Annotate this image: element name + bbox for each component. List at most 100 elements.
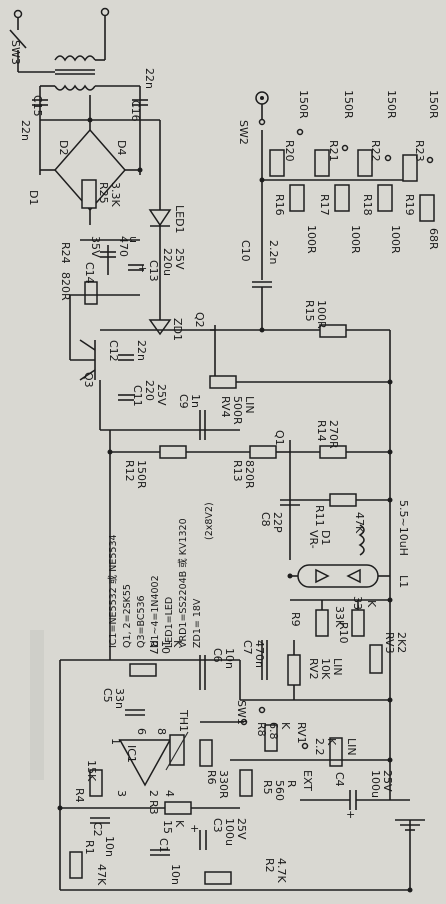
label-d1: D1	[27, 190, 40, 205]
legend-line-5: LED1=LED	[164, 597, 175, 648]
label-r21v: 150R	[342, 90, 355, 119]
label-c1v: 10n	[169, 864, 182, 885]
scan-artifact	[30, 630, 44, 780]
label-c13v2: 25V	[173, 248, 186, 270]
label-r3k: K	[173, 820, 186, 828]
ic1-opamp	[118, 739, 172, 787]
label-r17v: 100R	[349, 225, 362, 254]
label-c7: C7	[241, 640, 254, 655]
label-pin4: 4	[163, 790, 176, 797]
label-r25: R25	[97, 182, 110, 204]
label-r4: R4	[73, 788, 86, 803]
label-r8: R8	[255, 722, 268, 737]
label-r25v: 3.3K	[109, 182, 122, 207]
label-c16: C16	[129, 100, 142, 122]
r1-resistor	[69, 851, 83, 879]
label-r5: R5	[261, 780, 274, 795]
label-sw3: SW3	[9, 40, 22, 65]
r12-resistor	[159, 445, 187, 459]
label-r10: R10	[337, 622, 350, 644]
label-r4v: 15K	[85, 760, 98, 782]
label-ic1: IC1	[125, 745, 138, 763]
label-c8v: 22P	[271, 512, 284, 533]
r20-resistor	[269, 149, 285, 177]
r15-resistor	[319, 324, 347, 338]
legend-line-3: Q3=BC536	[136, 595, 147, 648]
r19-resistor	[419, 194, 435, 222]
r18-resistor	[377, 184, 393, 212]
r13-resistor	[249, 445, 277, 459]
label-rv4v2: LIN	[243, 396, 256, 414]
label-r22v: 150R	[385, 90, 398, 119]
legend-line-6: VRD1=SS2204B 或 KV1320	[177, 518, 189, 648]
label-c14v3: u	[127, 236, 140, 243]
label-c5v: 33n	[113, 688, 126, 709]
label-pin8: 8	[155, 728, 168, 735]
label-rv1: RV1	[295, 722, 308, 744]
label-r7: R7	[147, 640, 160, 655]
label-c7v: 470n	[253, 640, 266, 668]
label-r8v: 6.8	[267, 722, 280, 740]
label-rv3v: 2K2	[395, 632, 408, 653]
label-vrd1b: D1	[319, 530, 332, 545]
label-r15: R15	[303, 300, 316, 322]
label-q3: Q3	[82, 372, 95, 388]
label-rv3: RV3	[383, 632, 396, 654]
r17-resistor	[334, 184, 350, 212]
label-th1: TH1	[177, 709, 190, 732]
label-c15: C15	[31, 95, 44, 117]
label-c14v1: 35V	[89, 236, 102, 258]
component-labels: SW3 22n C15 C16 22n D2 D4 D1 R25 3.3K LE…	[9, 40, 440, 886]
rv2-potentiometer	[287, 654, 301, 686]
label-c8: C8	[259, 512, 272, 527]
sw2-contact	[258, 118, 266, 126]
legend-line-4: D1~4=1N4002	[150, 575, 161, 648]
sw3-switch	[9, 29, 27, 49]
label-r5v2: R	[285, 780, 298, 788]
rv3-potentiometer	[369, 644, 383, 674]
r24-resistor	[84, 281, 98, 305]
label-r18v: 100R	[389, 225, 402, 254]
label-c9: C9	[177, 394, 190, 409]
label-r9: R9	[289, 612, 302, 627]
label-c15v: 22n	[19, 120, 32, 141]
label-r11v: 47K	[353, 512, 366, 534]
r8-resistor	[264, 724, 278, 752]
label-r21: R21	[327, 140, 340, 162]
label-r16v: 100R	[305, 225, 318, 254]
label-r16: R16	[273, 194, 286, 216]
amplifier-section	[59, 430, 425, 891]
label-c5: C5	[101, 688, 114, 703]
r7-resistor	[129, 663, 157, 677]
label-r6: R6	[205, 770, 218, 785]
r21-resistor	[314, 149, 330, 177]
label-plus-c14: +	[138, 262, 147, 275]
label-plus-c3: +	[190, 822, 199, 835]
label-c6v: 10n	[223, 648, 236, 669]
label-r14v: 270R	[327, 420, 340, 449]
label-rv1v1: 2.2	[313, 738, 326, 756]
label-c3v2: 25V	[235, 818, 248, 840]
legend-line-1: IC1=NE5532 或 NE5534	[107, 534, 119, 648]
label-c2v: 10n	[103, 836, 116, 857]
rv1-potentiometer	[329, 737, 343, 767]
label-c11: C11	[131, 385, 144, 407]
label-vrd1a: VR-	[307, 530, 320, 549]
label-r3v: 15	[161, 820, 174, 834]
label-sw1: SW1	[235, 700, 248, 725]
rv4-potentiometer	[209, 375, 237, 389]
label-c1: C1	[157, 838, 170, 853]
label-rv2v2: LIN	[331, 658, 344, 676]
zd1-zener	[148, 319, 172, 336]
label-c2: C2	[91, 822, 104, 837]
label-r18: R18	[361, 194, 374, 216]
r5-resistor	[239, 769, 253, 797]
label-rv2v1: 10K	[319, 658, 332, 680]
label-c4: C4	[333, 772, 346, 787]
r6-resistor	[199, 739, 213, 767]
label-r3: R3	[147, 800, 160, 815]
label-r1v: 47K	[95, 864, 108, 886]
r3-resistor	[164, 801, 192, 815]
label-rv1v3: LIN	[345, 738, 358, 756]
